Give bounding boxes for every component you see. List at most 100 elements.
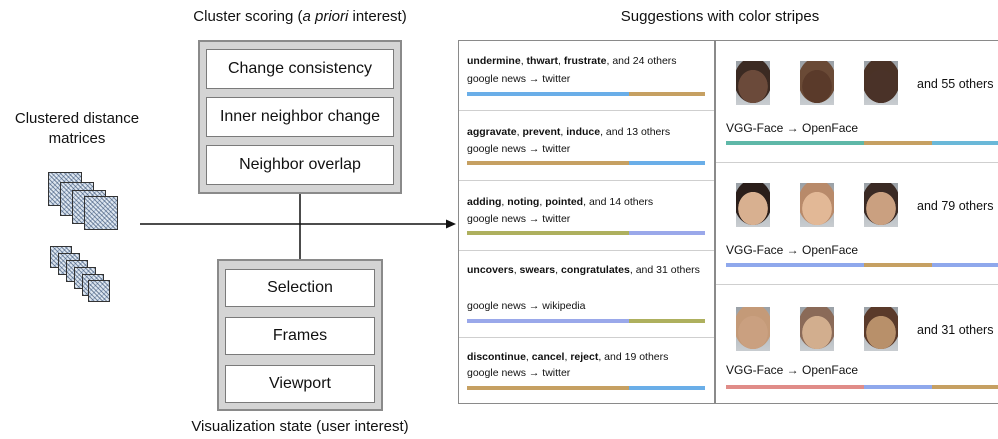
color-stripe-segment (467, 386, 629, 390)
suggestion-word: aggravate (467, 126, 517, 138)
color-stripe (467, 231, 705, 235)
suggestion-others-count: , and 24 others (606, 55, 677, 67)
suggestion-word: adding (467, 196, 502, 208)
cluster-scoring-box: Change consistency Inner neighbor change… (198, 40, 402, 194)
suggestion-words: adding, noting, pointed, and 14 others (467, 196, 654, 208)
suggestion-word: swears (519, 264, 556, 276)
distance-matrix (84, 196, 118, 230)
visualization-state-box: Selection Frames Viewport (217, 259, 383, 411)
color-stripe-segment (726, 385, 864, 389)
suggestion-word: thwart (526, 55, 559, 67)
viewport-box: Viewport (225, 365, 375, 403)
cluster-scoring-caption: Cluster scoring (a priori interest) (150, 8, 450, 25)
suggestion-word: frustrate (563, 55, 607, 67)
arrowhead-icon (446, 219, 456, 229)
color-stripe-segment (628, 231, 705, 235)
color-stripe-segment (467, 161, 629, 165)
color-stripe (726, 385, 998, 389)
suggestion-others-count: , and 19 others (598, 351, 669, 363)
color-stripe-segment (863, 385, 933, 389)
color-stripe (726, 263, 998, 267)
cluster-scoring-caption-pre: Cluster scoring ( (193, 8, 303, 25)
suggestion-words: discontinue, cancel, reject, and 19 othe… (467, 351, 669, 363)
suggestion-word: undermine (467, 55, 521, 67)
color-stripe-segment (863, 263, 933, 267)
face-photo-6 (864, 183, 898, 227)
color-stripe-segment (628, 319, 705, 323)
suggestion-others-count: , and 14 others (583, 196, 654, 208)
frames-box: Frames (225, 317, 375, 355)
suggestion-word: uncovers (467, 264, 514, 276)
suggestions-caption: Suggestions with color stripes (620, 8, 820, 25)
suggestion-word: cancel (531, 351, 565, 363)
suggestion-words: undermine, thwart, frustrate, and 24 oth… (467, 55, 677, 67)
suggestion-word: induce (566, 126, 601, 138)
input-caption: Clustered distance matrices (6, 109, 148, 149)
face-others-count: and 55 others (917, 77, 994, 91)
visualization-state-caption: Visualization state (user interest) (191, 418, 409, 435)
suggestion-word: congratulates (561, 264, 630, 276)
color-stripe-segment (467, 92, 629, 96)
color-stripe-segment (863, 141, 933, 145)
neighbor-overlap-box: Neighbor overlap (206, 145, 394, 185)
face-photo-5 (800, 183, 834, 227)
color-stripe-segment (467, 231, 629, 235)
color-stripe-segment (726, 263, 864, 267)
word-suggestion-item[interactable]: uncovers, swears, congratulates, and 31 … (459, 251, 714, 338)
suggestion-source: google news → twitter (467, 73, 571, 85)
face-suggestion-source: VGG-Face → OpenFace (726, 363, 859, 377)
face-photo-1 (736, 61, 770, 105)
suggestion-words: aggravate, prevent, induce, and 13 other… (467, 126, 671, 138)
suggestion-word: noting (507, 196, 540, 208)
face-others-count: and 31 others (917, 323, 994, 337)
suggestion-source: google news → twitter (467, 367, 571, 379)
suggestion-words: uncovers, swears, congratulates, and 31 … (467, 264, 700, 276)
face-suggestion-source: VGG-Face → OpenFace (726, 121, 859, 135)
matrix-stack-small (50, 246, 112, 304)
suggestion-word: discontinue (467, 351, 526, 363)
selection-box: Selection (225, 269, 375, 307)
face-suggestion-source: VGG-Face → OpenFace (726, 243, 859, 257)
input-caption-line2: matrices (48, 130, 106, 147)
face-others-count: and 79 others (917, 199, 994, 213)
word-suggestion-item[interactable]: undermine, thwart, frustrate, and 24 oth… (459, 41, 714, 111)
suggestion-word: prevent (522, 126, 561, 138)
color-stripe-segment (726, 141, 864, 145)
suggestion-others-count: , and 13 others (600, 126, 671, 138)
face-photo-7 (736, 307, 770, 351)
color-stripe-segment (932, 385, 998, 389)
suggestion-source: google news → twitter (467, 213, 571, 225)
face-photo-2 (800, 61, 834, 105)
color-stripe (467, 386, 705, 390)
change-consistency-box: Change consistency (206, 49, 394, 89)
cluster-scoring-caption-italic: a priori (302, 8, 349, 25)
color-stripe-segment (628, 386, 705, 390)
suggestion-others-count: , and 31 others (629, 264, 700, 276)
color-stripe-segment (932, 263, 998, 267)
face-photo-4 (736, 183, 770, 227)
word-suggestion-item[interactable]: adding, noting, pointed, and 14 others go… (459, 181, 714, 251)
color-stripe-segment (628, 92, 705, 96)
color-stripe-segment (932, 141, 998, 145)
suggestion-source: google news → wikipedia (467, 300, 586, 312)
word-suggestion-item[interactable]: discontinue, cancel, reject, and 19 othe… (459, 338, 714, 405)
suggestion-word: reject (570, 351, 599, 363)
color-stripe (467, 319, 705, 323)
suggestion-word: pointed (545, 196, 584, 208)
input-caption-line1: Clustered distance (14, 110, 140, 127)
word-suggestions-panel: undermine, thwart, frustrate, and 24 oth… (458, 40, 715, 404)
color-stripe (467, 161, 705, 165)
distance-matrix (88, 280, 110, 302)
inner-neighbor-change-box: Inner neighbor change (206, 97, 394, 137)
color-stripe-segment (467, 319, 629, 323)
suggestion-source: google news → twitter (467, 143, 571, 155)
face-photo-3 (864, 61, 898, 105)
matrix-stack-large (48, 172, 118, 232)
word-suggestion-item[interactable]: aggravate, prevent, induce, and 13 other… (459, 111, 714, 181)
color-stripe (467, 92, 705, 96)
